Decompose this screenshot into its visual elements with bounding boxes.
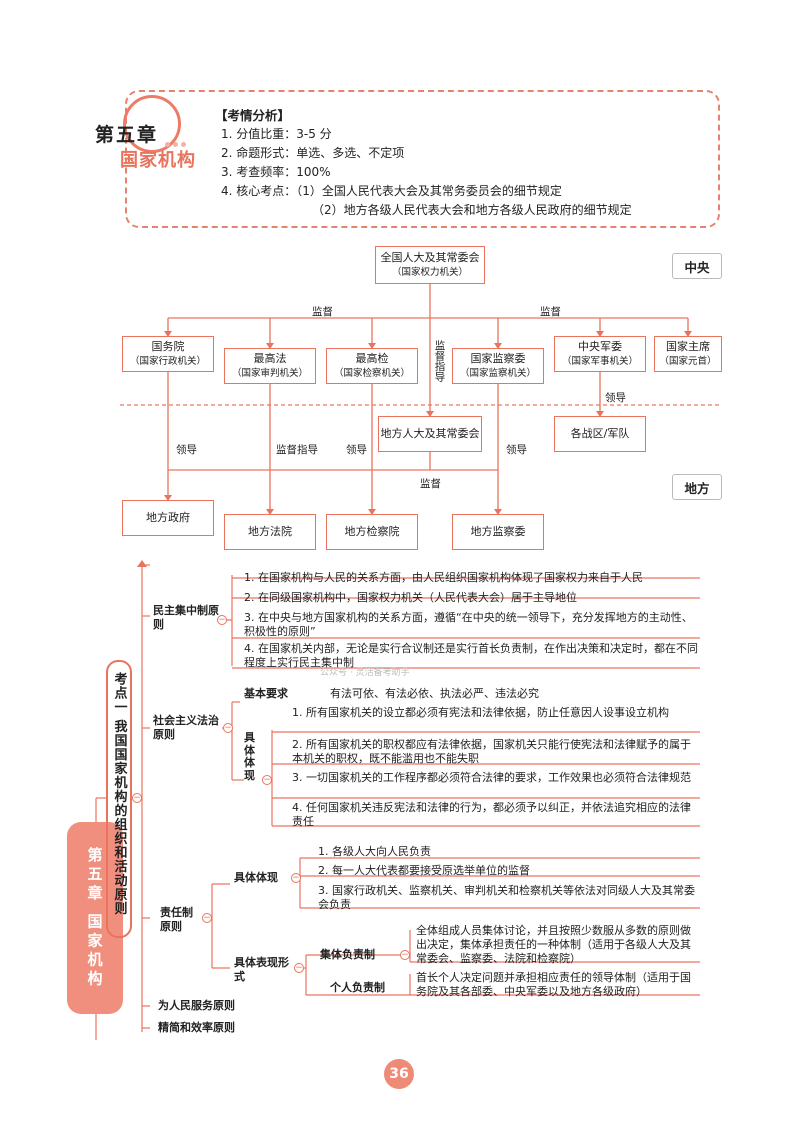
local-supervise-label: 监督 [420, 478, 441, 490]
supervise-left-label: 监督 [312, 306, 333, 318]
serve-label: 为人民服务原则 [158, 999, 235, 1012]
resp-label: 责任制原则 [160, 906, 193, 933]
supreme-procuratorate-name: 最高检 [355, 352, 389, 366]
collapse-rl-icon[interactable]: − [223, 722, 233, 733]
rl-label: 社会主义法治原则 [153, 714, 219, 741]
supervisory-commission-name: 国家监察委 [470, 352, 526, 366]
supervise-right-label: 监督 [540, 306, 561, 318]
resp-item-1: 1. 各级人大向人民负责 [318, 845, 431, 858]
president-box: 国家主席 （国家元首） [654, 336, 722, 372]
local-court-box: 地方法院 [224, 514, 316, 550]
lead-military-label: 领导 [605, 392, 626, 404]
resp-item-2: 2. 每一人大代表都要接受原选举单位的监督 [318, 864, 530, 877]
collapse-resp-spec-icon[interactable]: − [291, 872, 301, 883]
analysis-line-5: （2）地方各级人民代表大会和地方各级人民政府的细节规定 [312, 203, 632, 217]
supreme-court-sub: （国家审判机关） [231, 368, 308, 380]
supreme-procuratorate-box: 最高检 （国家检察机关） [326, 348, 418, 384]
resp-spec-label: 具体体现 [234, 871, 278, 884]
local-super-box: 地方监察委 [452, 514, 544, 550]
resp-item-3: 3. 国家行政机关、监察机关、审判机关和检察机关等依法对同级人大及其常委会负责 [318, 884, 695, 911]
zone-central: 中央 [672, 253, 722, 279]
collective-label: 集体负责制 [320, 948, 375, 961]
topic-box: 考点一 我国国家机构的组织和活动原则 [106, 660, 132, 938]
central-military-sub: （国家军事机关） [561, 356, 638, 368]
president-name: 国家主席 [666, 340, 710, 354]
lead-gov-label: 领导 [176, 444, 197, 456]
theaters-box: 各战区/军队 [554, 416, 646, 452]
local-gov-name: 地方政府 [146, 511, 190, 525]
rl-item-3: 3. 一切国家机关的工作程序都必须符合法律的要求，工作效果也必须符合法律规范 [292, 771, 691, 784]
collapse-resp-icon[interactable]: − [202, 912, 212, 923]
central-military-box: 中央军委 （国家军事机关） [554, 336, 646, 372]
chapter-number: 第五章 [95, 124, 159, 146]
local-court-name: 地方法院 [248, 525, 292, 539]
state-council-name: 国务院 [151, 340, 185, 354]
individual-text: 首长个人决定问题并承担相应责任的领导体制（适用于国务院及其各部委、中央军委以及地… [416, 971, 691, 998]
resp-form-label: 具体表现形式 [234, 956, 289, 983]
npc-name: 全国人大及其常委会 [380, 251, 480, 265]
analysis-title: 【考情分析】 [215, 108, 291, 123]
rl-basic-text: 有法可依、有法必依、执法必严、违法必究 [330, 687, 539, 700]
rl-item-1: 1. 所有国家机关的设立都必须有宪法和法律依据，防止任意因人设事设立机构 [292, 706, 669, 719]
watermark: 公众号 · 灵活备考助手 [320, 668, 410, 678]
supreme-court-name: 最高法 [253, 352, 287, 366]
dc-item-1: 1. 在国家机构与人民的关系方面，由人民组织国家机构体现了国家权力来自于人民 [244, 571, 643, 584]
rl-item-4: 4. 任何国家机关违反宪法和法律的行为，都必须予以纠正，并依法追究相应的法律责任 [292, 801, 691, 828]
lead-proc-label: 领导 [346, 444, 367, 456]
npc-box: 全国人大及其常委会 （国家权力机关） [375, 246, 485, 284]
supreme-procuratorate-sub: （国家检察机关） [333, 368, 410, 380]
topic-text: 考点一 我国国家机构的组织和活动原则 [111, 672, 127, 916]
supreme-court-box: 最高法 （国家审判机关） [224, 348, 316, 384]
supervise-guide-vertical-label: 监督指导 [433, 340, 446, 382]
analysis-line-3: 3. 考查频率：100% [221, 165, 331, 179]
chapter-pill: 第五章 国家机构 [67, 822, 123, 1014]
local-proc-name: 地方检察院 [344, 525, 400, 539]
npc-sub: （国家权力机关） [391, 267, 468, 279]
local-super-name: 地方监察委 [470, 525, 526, 539]
supervisory-commission-sub: （国家监察机关） [459, 368, 536, 380]
supervisory-commission-box: 国家监察委 （国家监察机关） [452, 348, 544, 384]
dc-item-3: 3. 在中央与地方国家机构的关系方面，遵循“在中央的统一领导下，充分发挥地方的主… [244, 611, 693, 638]
rl-basic-label: 基本要求 [244, 687, 288, 700]
central-military-name: 中央军委 [578, 340, 622, 354]
dc-item-2: 2. 在同级国家机构中，国家权力机关（人民代表大会）居于主导地位 [244, 591, 577, 604]
analysis-line-2: 2. 命题形式：单选、多选、不定项 [221, 146, 405, 160]
local-npc-name: 地方人大及其常委会 [380, 427, 480, 441]
dc-label: 民主集中制原则 [153, 604, 219, 631]
lead-super-label: 领导 [506, 444, 527, 456]
local-gov-box: 地方政府 [122, 500, 214, 536]
dc-item-4: 4. 在国家机关内部，无论是实行合议制还是实行首长负责制，在作出决策和决定时，都… [244, 642, 698, 669]
local-proc-box: 地方检察院 [326, 514, 418, 550]
analysis-line-4: 4. 核心考点：（1）全国人民代表大会及其常务委员会的细节规定 [221, 184, 562, 198]
local-npc-box: 地方人大及其常委会 [378, 416, 482, 452]
state-council-sub: （国家行政机关） [129, 356, 206, 368]
page-number: 36 [384, 1059, 414, 1089]
dots-decoration [165, 132, 195, 147]
supervise-guide-court-label: 监督指导 [276, 444, 318, 456]
zone-local: 地方 [672, 474, 722, 500]
analysis-box [125, 90, 720, 228]
chapter-title: 国家机构 [120, 150, 196, 171]
collapse-collective-icon[interactable]: − [400, 949, 410, 960]
rl-item-2: 2. 所有国家机关的职权都应有法律依据，国家机关只能行使宪法和法律赋予的属于本机… [292, 738, 691, 765]
president-sub: （国家元首） [659, 356, 717, 368]
theaters-name: 各战区/军队 [570, 427, 630, 441]
analysis-line-1: 1. 分值比重：3-5 分 [221, 127, 332, 141]
individual-label: 个人负责制 [330, 981, 385, 994]
rl-spec-label: 具体体现 [244, 731, 255, 782]
state-council-box: 国务院 （国家行政机关） [122, 336, 214, 372]
collective-text: 全体组成人员集体讨论，并且按照少数服从多数的原则做出决定，集体承担责任的一种体制… [416, 924, 691, 965]
chapter-circle-decoration [123, 95, 181, 153]
collapse-resp-form-icon[interactable]: − [294, 962, 304, 973]
chapter-pill-text: 第五章 国家机构 [85, 846, 104, 990]
collapse-dc-icon[interactable]: − [217, 614, 227, 625]
collapse-rl-spec-icon[interactable]: − [262, 774, 272, 785]
efficiency-label: 精简和效率原则 [158, 1021, 235, 1034]
collapse-topic-icon[interactable]: − [132, 792, 142, 803]
